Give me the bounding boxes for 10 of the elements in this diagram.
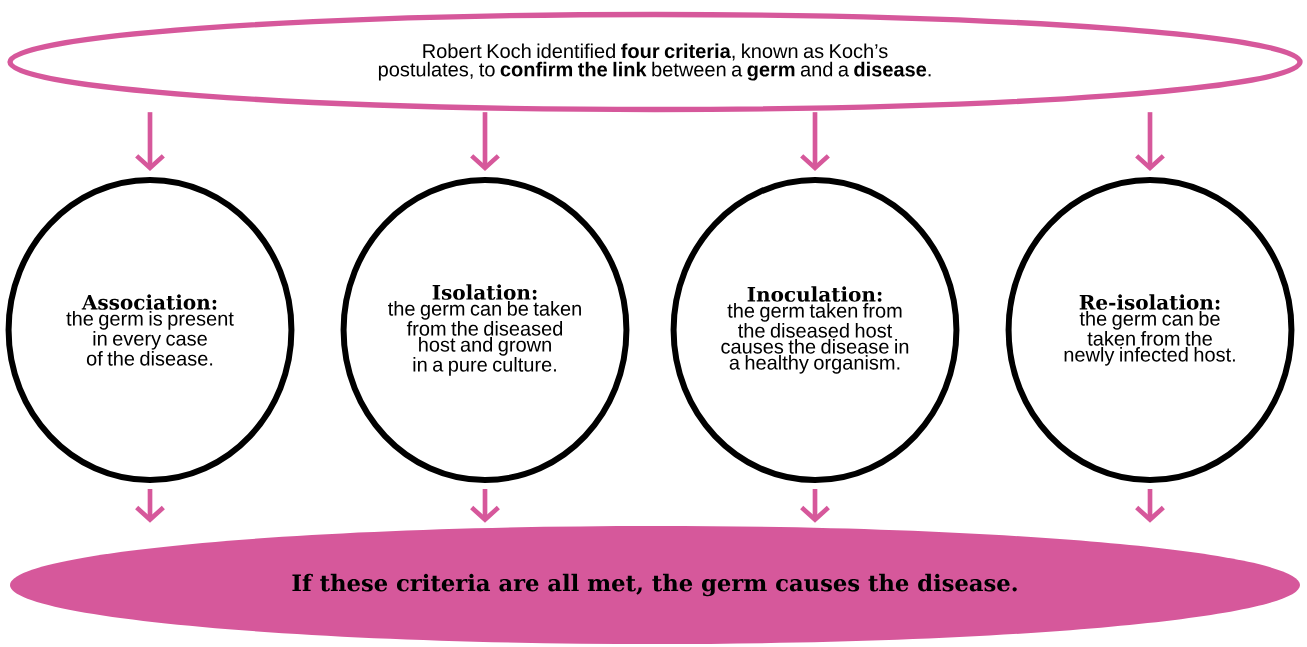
circle-box: Association: the germ is present in every case of the disease.	[5, 177, 295, 483]
circle-box: Inoculation: the germ taken from the diseased host causes the disease in a healthy organism.	[670, 177, 960, 483]
oval-box: If these criteria are all met, the germ causes the disease.	[10, 526, 1300, 644]
arrow	[1135, 112, 1165, 171]
circle-box: Isolation: the germ can be taken from the diseased host and grown in a pure culture.	[340, 177, 630, 483]
oval-box: Robert Koch identified four criteria, known as Koch’s postulates, to confirm the link between a germ and a disease.	[7, 11, 1303, 113]
circle-box: Re-isolation: the germ can be taken from the newly infected host.	[1005, 177, 1295, 483]
arrow	[470, 112, 500, 171]
arrow	[135, 112, 165, 171]
arrow	[800, 112, 830, 171]
